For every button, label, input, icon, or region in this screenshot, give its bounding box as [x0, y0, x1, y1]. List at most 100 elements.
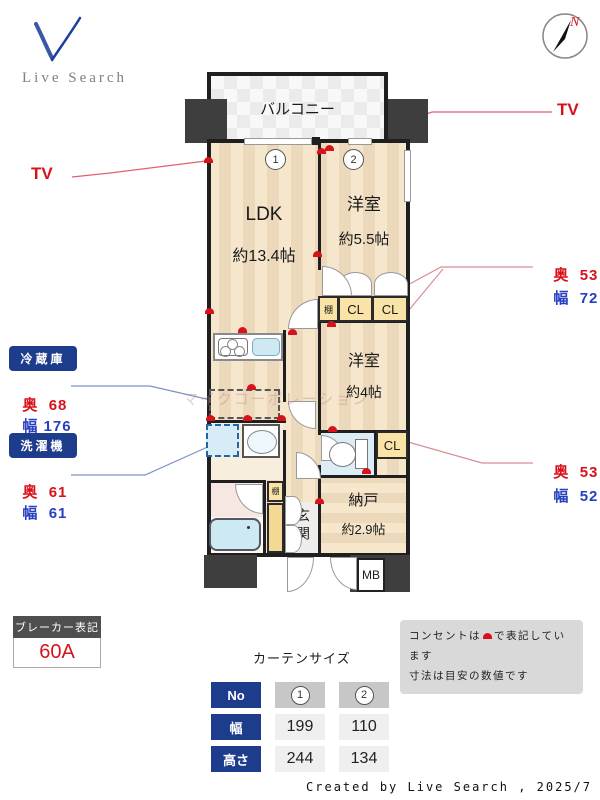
wall-block-left [185, 99, 227, 143]
outlet-marker [328, 426, 337, 432]
balcony-label: バルコニー [260, 101, 335, 118]
logo-brand-text: Live Search [22, 70, 128, 86]
meter-box-label: MB [362, 568, 380, 582]
washer-badge: 洗濯機 [9, 433, 77, 458]
outlet-marker [315, 498, 324, 504]
legend-note: コンセントはで表記しています 寸法は目安の数値です [400, 620, 583, 694]
compass-needle-icon [553, 20, 571, 52]
meter-box: MB [357, 558, 385, 592]
logo-check-icon [34, 16, 82, 62]
wall-toilet-bottom [318, 475, 408, 478]
curtain-width-1: 199 [275, 714, 325, 740]
fridge-badge: 冷蔵庫 [9, 346, 77, 371]
fridge-width: 幅 176 [12, 398, 72, 436]
legend-text: コンセントは [409, 630, 481, 642]
outlet-marker [277, 415, 286, 421]
depth-key: 奥 [553, 267, 570, 284]
storage-floor [321, 477, 406, 553]
outlet-marker [238, 327, 247, 333]
outlet-marker [206, 415, 215, 421]
shelf-box: 棚 [318, 296, 339, 322]
wall-hall-storage [318, 465, 321, 555]
width-value: 52 [579, 488, 599, 505]
closet-3-label: CL [383, 437, 401, 453]
width-key: 幅 [553, 488, 570, 505]
closet-lower-depth: 奥 53 [543, 444, 598, 482]
ldk-name: LDK [245, 204, 283, 225]
logo: Live Search [22, 14, 132, 89]
window-1-number: 1 [272, 153, 279, 166]
wall-hall-bed2 [318, 322, 321, 435]
wall-block-right [388, 99, 428, 143]
tv-label-right: TV [557, 100, 579, 119]
closet-upper-width: 幅 72 [543, 270, 598, 308]
storage-size: 約2.9帖 [341, 522, 386, 537]
depth-key: 奥 [22, 397, 39, 414]
wall-hall-kitchen-a [283, 330, 286, 402]
window-bed1-side [404, 150, 411, 202]
washer-space [206, 424, 239, 457]
depth-value: 53 [579, 267, 599, 284]
burner-icon [234, 346, 245, 357]
curtain-width-2: 110 [339, 714, 389, 740]
closet-lower-line [407, 441, 533, 464]
width-key: 幅 [22, 505, 39, 522]
outlet-marker [325, 145, 334, 151]
shelf-label: 棚 [323, 304, 333, 315]
kitchen-sink-icon [252, 338, 280, 356]
wall-bottom [207, 553, 410, 557]
outlet-marker [362, 468, 371, 474]
width-key: 幅 [553, 290, 570, 307]
width-value: 176 [43, 418, 72, 435]
closet-lower-width: 幅 52 [543, 468, 598, 506]
entry-scallop-1 [285, 496, 302, 525]
stove-icon [218, 338, 248, 357]
width-value: 61 [48, 505, 68, 522]
ldk-size: 約13.4帖 [232, 248, 296, 265]
window-ldk [244, 138, 312, 145]
burner-icon [227, 339, 238, 350]
closet-2-label: CL [381, 301, 399, 317]
outlet-marker [243, 415, 252, 421]
outlet-legend-icon [483, 633, 492, 639]
closet-upper-line-b [408, 268, 444, 311]
burner-icon [220, 346, 231, 357]
fridge-depth: 奥 68 [12, 377, 67, 415]
depth-key: 奥 [553, 464, 570, 481]
wall-right [406, 142, 410, 557]
breaker-title: ブレーカー表記 [13, 616, 101, 638]
depth-value: 61 [48, 484, 68, 501]
outlet-marker [327, 321, 336, 327]
closet-1: CL [338, 296, 373, 322]
toilet-tank-icon [355, 439, 368, 469]
curtain-no-header: No [211, 682, 261, 708]
curtain-height-1: 244 [275, 746, 325, 772]
storage-name: 納戸 [348, 492, 379, 509]
wall-washroom-top [207, 420, 286, 423]
curtain-col-1-number: 1 [296, 689, 304, 701]
width-key: 幅 [22, 418, 39, 435]
outlet-marker [317, 148, 326, 154]
depth-value: 53 [579, 464, 599, 481]
window-2-marker: 2 [343, 149, 364, 170]
balcony: バルコニー [207, 72, 388, 139]
curtain-col-2-number: 2 [360, 689, 368, 701]
legend-line-1: コンセントはで表記しています [409, 627, 574, 667]
curtain-row-width-label: 幅 [211, 714, 261, 740]
tv-left-line [71, 160, 207, 178]
window-2-number: 2 [350, 153, 357, 166]
kitchen-counter [213, 333, 283, 361]
bed1-name: 洋室 [347, 195, 381, 214]
bathtub-drain-icon [247, 526, 250, 529]
washbasin-bowl-icon [247, 430, 277, 454]
footer-credit: Created by Live Search , 2025/7 [306, 780, 592, 794]
depth-key: 奥 [22, 484, 39, 501]
wall-left [207, 142, 211, 557]
shoe-cabinet [267, 503, 284, 553]
bed2-size: 約4帖 [346, 384, 382, 400]
bathtub [209, 518, 261, 551]
curtain-table: No 1 2 幅 199 110 高さ 244 134 [211, 682, 389, 772]
wall-hall-kitchen-b [283, 430, 286, 555]
washer-depth: 奥 61 [12, 464, 67, 502]
closet-upper-line-a [403, 266, 533, 288]
